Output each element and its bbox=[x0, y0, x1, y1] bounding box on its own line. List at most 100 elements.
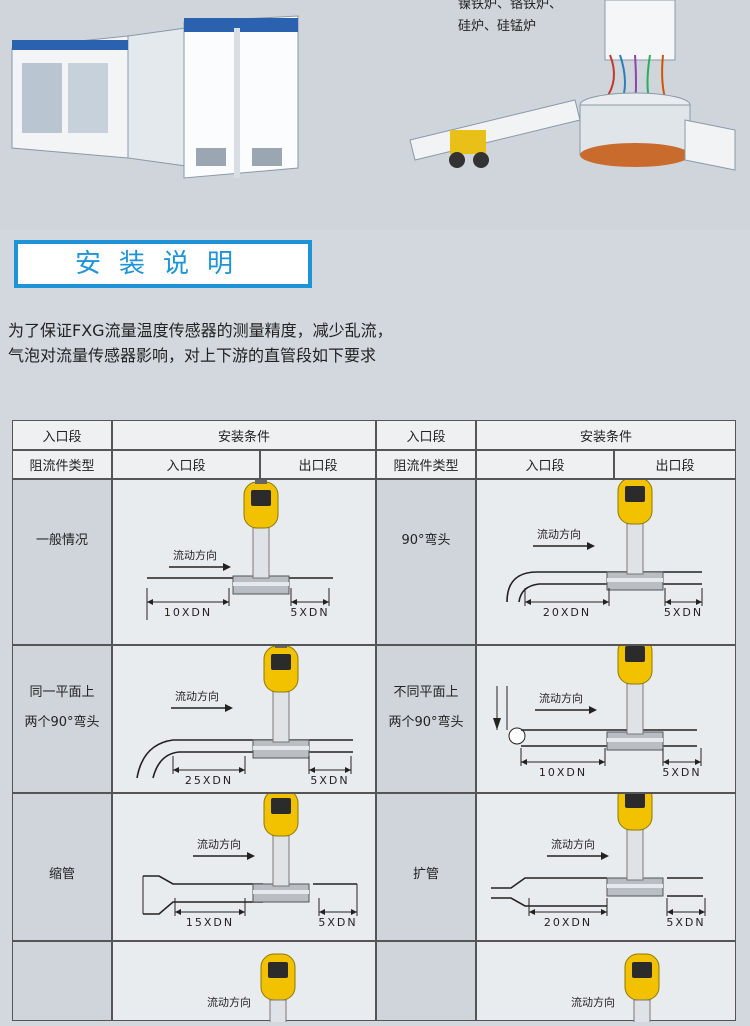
outlet-dimension-arrow-start bbox=[291, 599, 297, 605]
meter-stem bbox=[626, 825, 644, 881]
intro-line1: 为了保证FXG流量温度传感器的测量精度，减少乱流， bbox=[8, 321, 393, 340]
outlet-dimension-label: 5XDN bbox=[290, 606, 329, 619]
inlet-dimension-arrow-start bbox=[147, 599, 153, 605]
outlet-dimension-arrow-start bbox=[665, 599, 671, 605]
row1-left-svg: 流动方向 10XDN 5XDN bbox=[146, 476, 333, 620]
row2-left-svg: 流动方向 25XDN 5XDN bbox=[136, 640, 353, 787]
outlet-dimension-arrow-start bbox=[319, 909, 325, 915]
outlet-dimension-label: 5XDN bbox=[664, 606, 703, 619]
meter-stem bbox=[272, 831, 290, 887]
outlet-dimension-arrow-end bbox=[696, 599, 702, 605]
inlet-dimension-arrow-end bbox=[599, 759, 605, 765]
outlet-dimension-label: 5XDN bbox=[666, 916, 705, 929]
control-cabinet-image bbox=[11, 15, 299, 179]
header-inlet-section-right: 入口段 bbox=[376, 420, 476, 450]
inlet-dimension-arrow-end bbox=[601, 909, 607, 915]
inlet-dimension-label: 25XDN bbox=[185, 774, 233, 787]
meter-display bbox=[268, 962, 288, 978]
header-inlet: 入口段 bbox=[112, 450, 260, 479]
meter-flange-highlight bbox=[253, 746, 309, 750]
meter-display bbox=[625, 486, 645, 502]
flow-direction-label: 流动方向 bbox=[551, 837, 595, 851]
flow-direction-label: 流动方向 bbox=[537, 527, 581, 541]
header-obstruction-type-right: 阻流件类型 bbox=[376, 450, 476, 479]
inlet-dimension-label: 10XDN bbox=[539, 766, 587, 779]
row3-right-diagram: 流动方向 20XDN 5XDN bbox=[476, 778, 736, 941]
inlet-dimension-arrow-start bbox=[529, 909, 535, 915]
downward-arrow bbox=[493, 718, 501, 730]
flow-direction-label: 流动方向 bbox=[173, 548, 217, 562]
row4-right-svg: 流动方向 bbox=[571, 953, 660, 1025]
row4-left-label bbox=[12, 941, 112, 1021]
flow-arrow-head bbox=[587, 542, 595, 550]
reducer-bottom bbox=[143, 901, 263, 915]
meter-display bbox=[625, 792, 645, 808]
row1-left-diagram: 流动方向 10XDN 5XDN bbox=[112, 476, 376, 645]
row1-right-diagram: 流动方向 20XDN 5XDN bbox=[476, 472, 736, 645]
outlet-dimension-arrow-start bbox=[663, 759, 669, 765]
flow-direction-label: 流动方向 bbox=[571, 995, 615, 1009]
row1-right-label: 90°弯头 bbox=[376, 479, 476, 645]
outlet-dimension-arrow-end bbox=[695, 759, 701, 765]
flow-direction-label: 流动方向 bbox=[175, 689, 219, 703]
row2-left-label: 同一平面上 两个90°弯头 bbox=[12, 645, 112, 793]
meter-stem bbox=[626, 519, 644, 575]
section-banner: 安装说明 bbox=[14, 240, 312, 288]
row3-right-svg: 流动方向 20XDN 5XDN bbox=[491, 778, 706, 929]
inlet-dimension-arrow-end bbox=[603, 599, 609, 605]
meter-cap bbox=[275, 640, 287, 648]
meter-display bbox=[271, 654, 291, 670]
top-product-images: 镍铁炉、铬铁炉、 硅炉、硅锰炉 bbox=[0, 0, 750, 230]
row4-right-label bbox=[376, 941, 476, 1021]
meter-stem bbox=[626, 679, 644, 735]
meter-display bbox=[271, 798, 291, 814]
row4-right-diagram: 流动方向 bbox=[476, 941, 736, 1025]
outlet-dimension-arrow-end bbox=[699, 909, 705, 915]
furnace-types-text: 镍铁炉、铬铁炉、 硅炉、硅锰炉 bbox=[458, 0, 562, 38]
header-inlet-section: 入口段 bbox=[12, 420, 112, 450]
elbow-inner bbox=[518, 583, 702, 603]
outlet-dimension-arrow-end bbox=[345, 767, 351, 773]
header-outlet-right: 出口段 bbox=[614, 450, 736, 479]
row3-left-label: 缩管 bbox=[12, 793, 112, 941]
expander-bottom bbox=[491, 897, 607, 907]
meter-display bbox=[632, 962, 652, 978]
header-outlet: 出口段 bbox=[260, 450, 376, 479]
meter-flange-highlight bbox=[253, 890, 309, 894]
elbow-circle bbox=[508, 727, 526, 745]
meter-stem bbox=[633, 999, 651, 1025]
meter-flange-highlight bbox=[607, 578, 663, 582]
inlet-dimension-label: 20XDN bbox=[544, 916, 592, 929]
flow-arrow-head bbox=[223, 563, 231, 571]
flow-arrow-head bbox=[589, 706, 597, 714]
header-conditions-right: 安装条件 bbox=[476, 420, 736, 450]
reducer-top bbox=[143, 875, 263, 885]
meter-cap bbox=[255, 476, 267, 484]
inlet-dimension-arrow-end bbox=[239, 767, 245, 773]
outlet-dimension-arrow-start bbox=[309, 767, 315, 773]
row2-left-diagram: 流动方向 25XDN 5XDN bbox=[112, 640, 376, 793]
intro-text: 为了保证FXG流量温度传感器的测量精度，减少乱流， 气泡对流量传感器影响，对上下… bbox=[8, 318, 748, 368]
flow-arrow-head bbox=[247, 852, 255, 860]
flow-arrow-head bbox=[601, 852, 609, 860]
inlet-dimension-label: 20XDN bbox=[543, 606, 591, 619]
expander-top bbox=[491, 877, 607, 889]
meter-stem bbox=[272, 687, 290, 743]
header-conditions: 安装条件 bbox=[112, 420, 376, 450]
inlet-dimension-label: 10XDN bbox=[164, 606, 212, 619]
meter-flange-highlight bbox=[233, 582, 289, 586]
row2-right-label: 不同平面上 两个90°弯头 bbox=[376, 645, 476, 793]
header-obstruction-type: 阻流件类型 bbox=[12, 450, 112, 479]
inlet-dimension-label: 15XDN bbox=[186, 916, 234, 929]
outlet-dimension-label: 5XDN bbox=[318, 916, 357, 929]
meter-display bbox=[625, 646, 645, 662]
outlet-dimension-label: 5XDN bbox=[310, 774, 349, 787]
outlet-dimension-label: 5XDN bbox=[662, 766, 701, 779]
outlet-dimension-arrow-start bbox=[667, 909, 673, 915]
outlet-dimension-arrow-end bbox=[351, 909, 357, 915]
row4-left-svg: 流动方向 bbox=[207, 953, 296, 1025]
row4-left-diagram: 流动方向 bbox=[112, 941, 376, 1025]
